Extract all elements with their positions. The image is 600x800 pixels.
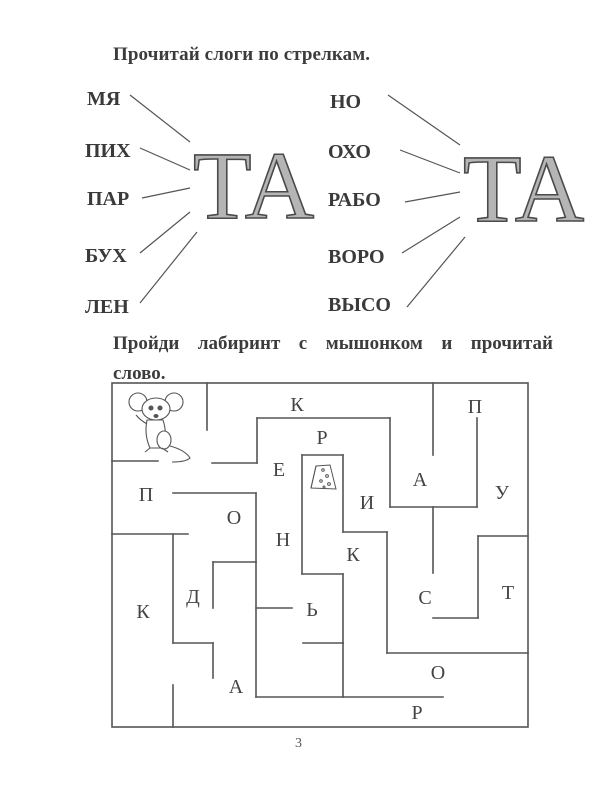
syllable-right-2: ОХО [328, 141, 371, 163]
maze-letter: С [418, 587, 432, 609]
maze-letter: П [138, 484, 154, 506]
syllable-left-2: ПИХ [85, 140, 131, 162]
maze-letter: Е [272, 459, 286, 481]
target-syllable-left: ТА [192, 132, 315, 239]
maze-letter: Т [501, 582, 515, 604]
exercise-title-read-syllables: Прочитай слоги по стрелкам. [113, 44, 371, 65]
maze-letter: О [430, 662, 446, 684]
syllable-right-3: РАБО [328, 189, 381, 211]
maze-letter: У [494, 482, 510, 504]
instruction-word: лабиринт [197, 333, 281, 354]
maze-letter: Ь [306, 599, 318, 621]
instruction-word: мышонком [325, 333, 423, 354]
maze-letter: Р [316, 427, 328, 449]
maze-letter: П [467, 396, 483, 418]
maze-letter: Д [186, 586, 200, 608]
exercise-instruction-maze: Пройди лабиринт с мышонком и прочитай сл… [113, 329, 553, 389]
maze-letter: Р [411, 702, 423, 724]
maze-letter: О [226, 507, 242, 529]
syllable-left-5: ЛЕН [85, 296, 129, 318]
maze-letter: Н [275, 529, 291, 551]
instruction-word: и [441, 333, 453, 354]
page-number: 3 [295, 736, 302, 751]
syllable-left-1: МЯ [87, 88, 121, 110]
syllable-right-1: НО [330, 91, 362, 113]
syllable-left-4: БУХ [85, 245, 127, 267]
maze-letter: А [228, 676, 244, 698]
syllable-right-4: ВОРО [328, 246, 385, 268]
instruction-line-2: слово. [113, 363, 166, 384]
maze-letter: К [136, 601, 150, 623]
mouse-icon [128, 392, 191, 463]
maze-letter: А [412, 469, 428, 491]
maze-letter: К [290, 394, 304, 416]
target-syllable-right: ТА [462, 135, 585, 242]
instruction-word: Пройди [113, 333, 180, 354]
maze-letter: К [346, 544, 360, 566]
syllable-right-5: ВЫСО [328, 294, 391, 316]
instruction-word: с [298, 333, 308, 354]
cheese-icon [310, 464, 337, 490]
maze-letter: И [359, 492, 375, 514]
syllable-left-3: ПАР [87, 188, 130, 210]
instruction-word: прочитай [470, 333, 553, 354]
